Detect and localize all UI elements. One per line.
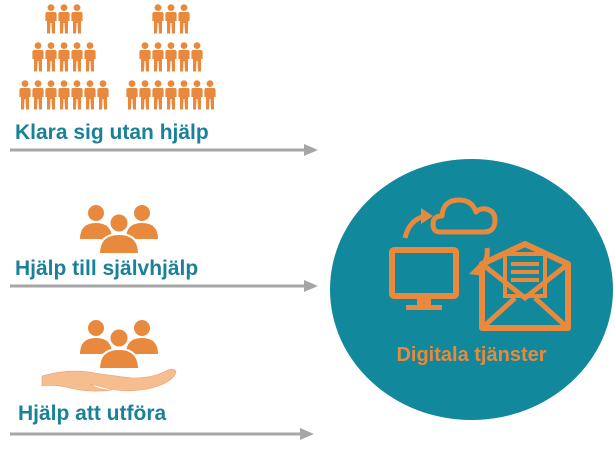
level-1-arrow [10,144,318,156]
digital-services-circle: Digitala tjänster [329,158,614,421]
people-crowd-icon [19,4,216,110]
level-2-label: Hjälp till självhjälp [15,257,199,280]
level-1-label: Klara sig utan hjälp [15,121,209,144]
envelope-icon [479,241,571,331]
cloud-icon [430,197,498,235]
computer-monitor-icon [389,247,459,310]
digital-services-label: Digitala tjänster [396,344,547,366]
people-group-icon [80,205,158,255]
open-hand-icon [41,368,177,392]
crowd-pyramid-right [126,4,216,110]
level-3-label: Hjälp att utföra [18,402,167,425]
level-3-arrow [10,428,314,440]
crowd-pyramid-left [19,4,109,110]
level-2-arrow [10,280,318,292]
people-group-icon [80,320,158,370]
curved-arrow-icon [402,208,433,239]
people-on-hand-icon [41,320,177,392]
